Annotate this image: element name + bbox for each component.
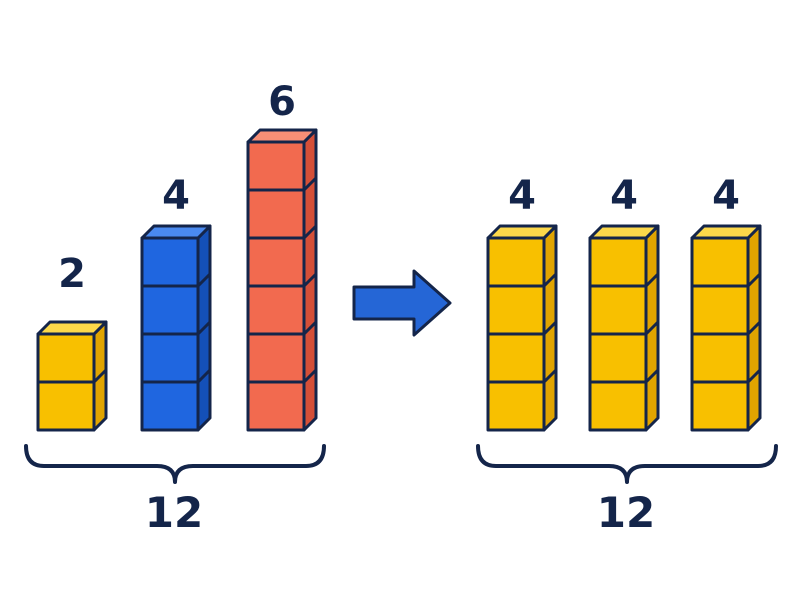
before-stack-2-cube-divider-side: [196, 272, 212, 288]
before-stack-2-cube-divider-side: [196, 320, 212, 336]
after-stack-3: [690, 224, 762, 432]
after-stack-3-count: 4: [712, 173, 740, 219]
before-total: 12: [144, 488, 204, 537]
before-stack-1-count: 2: [58, 251, 86, 297]
after-stack-1: [486, 224, 558, 432]
after-stack-2-cube-divider-side: [644, 272, 660, 288]
before-stack-3-cube-divider-side: [302, 320, 318, 336]
before-stack-2-top: [140, 224, 212, 240]
before-stack-2: [140, 224, 212, 432]
before-stack-3-cube-divider-side: [302, 272, 318, 288]
before-stack-3-cube-divider-side: [302, 224, 318, 240]
after-stack-2-top: [588, 224, 660, 240]
after-stack-3-cube-divider-side: [746, 320, 762, 336]
after-stack-2-cube-divider-side: [644, 368, 660, 384]
after-total-brace: [476, 444, 778, 484]
after-stack-2-count: 4: [610, 173, 638, 219]
before-stack-1: [36, 320, 108, 432]
before-stack-1-cube-divider-side: [92, 368, 108, 384]
after-stack-3-cube-divider-side: [746, 368, 762, 384]
after-stack-1-cube-divider-side: [542, 272, 558, 288]
before-stack-3-cube-divider-side: [302, 176, 318, 192]
after-total: 12: [596, 488, 656, 537]
after-stack-3-top: [690, 224, 762, 240]
after-stack-1-top: [486, 224, 558, 240]
before-stack-3-cube-divider-side: [302, 368, 318, 384]
after-stack-1-cube-divider-side: [542, 320, 558, 336]
before-stack-2-count: 4: [162, 173, 190, 219]
after-stack-1-cube-divider-side: [542, 368, 558, 384]
right-arrow-icon: [352, 269, 452, 337]
after-stack-2-cube-divider-side: [644, 320, 660, 336]
before-stack-3: [246, 128, 318, 432]
before-total-brace: [24, 444, 326, 484]
after-stack-3-cube-divider-side: [746, 272, 762, 288]
after-stack-2: [588, 224, 660, 432]
before-stack-1-top: [36, 320, 108, 336]
before-stack-3-top: [246, 128, 318, 144]
before-stack-2-cube-divider-side: [196, 368, 212, 384]
after-stack-1-count: 4: [508, 173, 536, 219]
before-stack-3-count: 6: [268, 79, 296, 125]
